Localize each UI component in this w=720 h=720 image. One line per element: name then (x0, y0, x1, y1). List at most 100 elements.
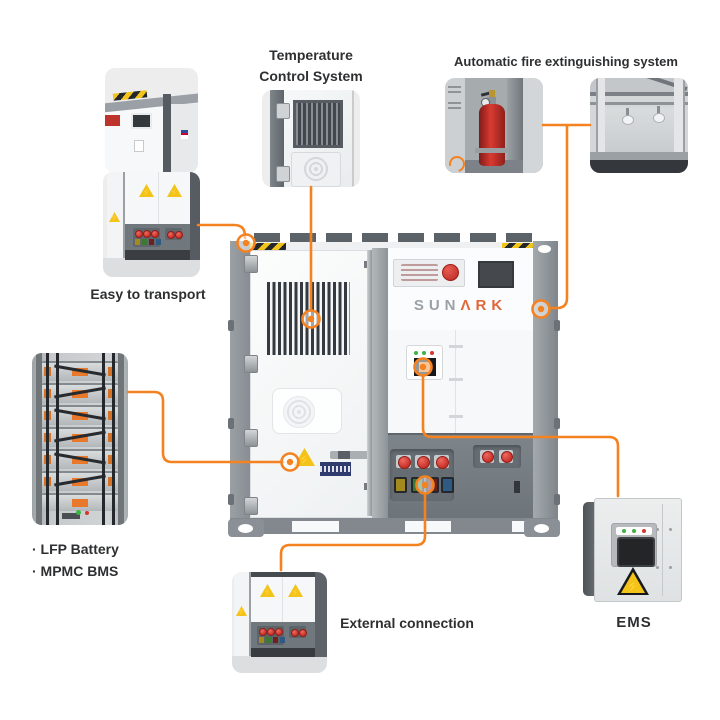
red-fixture (105, 115, 120, 126)
fan-panel (291, 152, 341, 187)
connector-pad (396, 455, 411, 469)
plug-yellow (135, 239, 140, 245)
center-divider (372, 248, 388, 518)
plug-red (426, 477, 439, 493)
nozzle-stem (657, 106, 660, 114)
hinge (244, 355, 258, 373)
comm-port-panel (406, 345, 443, 380)
plug-red (273, 637, 278, 643)
terminal (108, 477, 115, 486)
cable-bundle (112, 353, 115, 525)
floor (232, 656, 327, 673)
cabinet-side-edge (190, 172, 200, 260)
rack-rail (36, 353, 42, 525)
foot-hole (238, 524, 253, 533)
terminal (108, 455, 115, 464)
round-connector (501, 451, 513, 463)
round-connector (275, 628, 283, 636)
top-edge (251, 572, 315, 577)
hazard-stripe (502, 243, 538, 251)
door-latch (134, 140, 144, 152)
breaker-panel (393, 259, 465, 287)
mounting-strap (475, 148, 509, 153)
strut (674, 78, 685, 173)
transport-photo-top (105, 68, 198, 173)
connector-pad (165, 228, 183, 240)
round-connector (482, 451, 494, 463)
hazard-stripe (250, 243, 286, 251)
seam-latch (449, 345, 463, 348)
comm-connector (414, 358, 436, 376)
round-connector (175, 231, 183, 239)
corner-post (163, 94, 171, 173)
hinge (276, 166, 290, 182)
brand-plate (320, 462, 351, 476)
vent-grille (293, 100, 343, 148)
connector-bay (388, 433, 533, 518)
connector-group-main (390, 449, 454, 501)
pipe (590, 102, 688, 105)
transport-photo-bottom: ⚡ ⚡ ⚡ (103, 172, 200, 277)
vent-slots (448, 102, 461, 112)
plug-yellow (259, 637, 264, 643)
cabinet-front (251, 572, 315, 622)
battery-rack-photo (32, 353, 128, 525)
hinge (244, 255, 258, 273)
corner-hole (538, 245, 551, 253)
cable-bundle (46, 353, 49, 525)
display-window (131, 113, 152, 129)
fan-vent-panel (272, 388, 342, 434)
screw (669, 528, 672, 531)
fork-slot (292, 521, 339, 532)
seam-latch (449, 415, 463, 418)
cabinet-base (251, 648, 315, 657)
terminal (108, 389, 115, 398)
connector-band (125, 224, 190, 250)
fire-system-label: Automatic fire extinguishing system (454, 54, 678, 69)
fire-piping-photo (590, 78, 688, 173)
plug-blue (156, 239, 161, 245)
cylinder-neck (487, 97, 496, 106)
valve (489, 90, 495, 99)
connector-pad (133, 228, 161, 247)
strut (596, 78, 605, 173)
led-green (414, 351, 418, 355)
round-connector (135, 230, 143, 238)
base-skid (230, 518, 558, 534)
side-tab (228, 494, 234, 505)
side-tab (228, 418, 234, 429)
side-tab (228, 320, 234, 331)
battery-module (42, 427, 118, 447)
comm-connector-insert (419, 362, 431, 372)
side-tab (554, 418, 560, 429)
plug-blue (441, 477, 454, 493)
indicator-green (76, 510, 81, 515)
battery-module (42, 471, 118, 491)
brand-logo-ark: ΛRK (460, 297, 508, 314)
screw (656, 528, 659, 531)
plug-red (149, 239, 154, 245)
led-red (642, 529, 646, 533)
battery-module (42, 405, 118, 425)
battery-feature-bms: · MPMC BMS (32, 563, 119, 579)
round-connector (143, 230, 151, 238)
bms-unit (62, 513, 80, 519)
right-corner-post (533, 241, 558, 521)
panel-notch (514, 481, 520, 493)
round-connector (167, 231, 175, 239)
plug-green (411, 477, 424, 493)
foot-hole (534, 524, 549, 533)
led-green (422, 351, 426, 355)
connector-group-aux (473, 445, 521, 468)
external-connection-photo: ⚡ ⚡ ⚡ (232, 572, 327, 673)
round-connector (436, 456, 449, 469)
ems-front: ⚡ (594, 498, 682, 602)
floor (103, 258, 200, 277)
main-storage-unit: ⚡ SUNΛRK (228, 233, 560, 537)
ems-screen (617, 537, 655, 567)
vent-slots (448, 86, 461, 96)
connector-pad (434, 455, 449, 469)
side-tab (554, 320, 560, 331)
battery-feature-lfp: · LFP Battery (32, 541, 119, 557)
connector-pad (499, 450, 513, 463)
